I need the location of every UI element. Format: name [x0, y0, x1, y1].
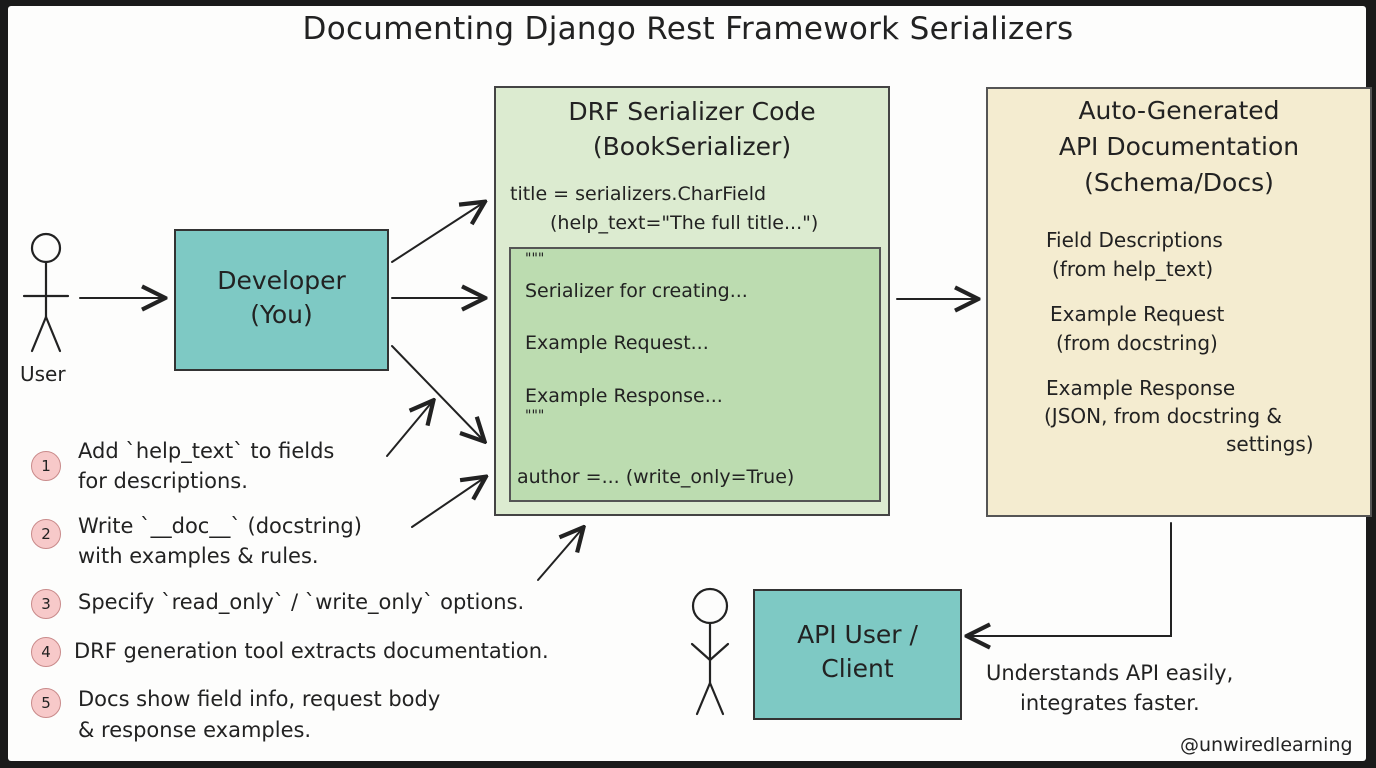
code-title-field: title = serializers.CharField	[510, 183, 767, 205]
step-5-line2: & response examples.	[78, 718, 312, 742]
step-4-line1: DRF generation tool extracts documentati…	[74, 639, 549, 663]
docs-field-descriptions: Field Descriptions	[1046, 228, 1223, 252]
step-5-line1: Docs show field info, request body	[78, 687, 441, 711]
docstring-line-response: Example Response...	[525, 385, 723, 407]
step-3-line1: Specify `read_only` / `write_only` optio…	[78, 590, 525, 614]
user-label: User	[20, 362, 66, 386]
client-note-line1: Understands API easily,	[986, 661, 1234, 685]
docs-title-line3: (Schema/Docs)	[1084, 168, 1274, 197]
step-3-badge: 3	[31, 589, 61, 619]
docs-example-request: Example Request	[1050, 302, 1225, 326]
docs-example-response: Example Response	[1046, 376, 1236, 400]
step-4-badge: 4	[31, 637, 61, 667]
docstring-line-request: Example Request...	[525, 332, 709, 354]
step-2-line2: with examples & rules.	[78, 544, 319, 568]
docs-example-response-source: (JSON, from docstring &	[1044, 404, 1283, 428]
serializer-subtitle: (BookSerializer)	[592, 132, 792, 161]
docstring-close-quotes: """	[525, 408, 545, 424]
docs-example-request-source: (from docstring)	[1056, 331, 1218, 355]
serializer-title: DRF Serializer Code	[568, 97, 816, 126]
docs-title-line1: Auto-Generated	[1078, 96, 1280, 125]
author-credit: @unwiredlearning	[1180, 734, 1353, 756]
step-2-line1: Write `__doc__` (docstring)	[78, 514, 362, 538]
docstring-line-serializer: Serializer for creating...	[525, 280, 748, 302]
developer-label: Developer	[217, 266, 346, 295]
step-5-badge: 5	[31, 688, 61, 718]
code-author-field: author =... (write_only=True)	[517, 466, 795, 488]
developer-box: Developer (You)	[174, 229, 389, 371]
client-note-line2: integrates faster.	[1020, 691, 1200, 715]
step-2-badge: 2	[31, 519, 61, 549]
auto-docs-box: Auto-Generated API Documentation (Schema…	[986, 87, 1372, 517]
docstring-open-quotes: """	[525, 251, 545, 267]
docs-example-response-settings: settings)	[1226, 432, 1314, 456]
diagram-title: Documenting Django Rest Framework Serial…	[302, 11, 1074, 47]
client-label: API User /	[797, 620, 918, 649]
client-sublabel: Client	[821, 654, 894, 683]
api-client-box: API User / Client	[753, 589, 962, 720]
step-1-line2: for descriptions.	[78, 469, 248, 493]
developer-sublabel: (You)	[250, 300, 313, 329]
step-1-line1: Add `help_text` to fields	[78, 439, 335, 463]
code-help-text: (help_text="The full title...")	[550, 212, 819, 234]
docs-title-line2: API Documentation	[1058, 132, 1300, 161]
docstring-box: """ Serializer for creating... Example R…	[509, 247, 881, 502]
docs-field-descriptions-source: (from help_text)	[1052, 257, 1214, 281]
step-1-badge: 1	[31, 451, 61, 481]
